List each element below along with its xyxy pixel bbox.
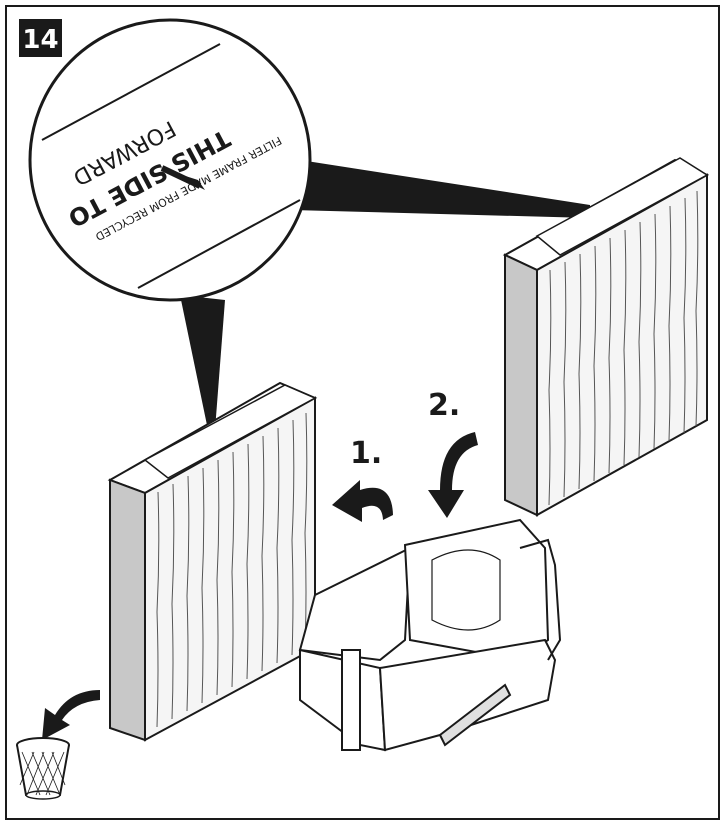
old-filter-pleats — [156, 412, 308, 728]
step-badge-number: 14 — [22, 25, 58, 55]
housing-back-wall — [403, 518, 550, 662]
step-badge-background — [19, 19, 62, 57]
housing-left-wall — [298, 546, 412, 662]
discard-arrow-icon — [42, 690, 100, 740]
new-filter-pleats — [548, 190, 699, 506]
callout-pointer-right — [292, 160, 590, 218]
step-two-arrow-icon — [428, 432, 478, 518]
filter-housing — [298, 518, 562, 752]
step-two-label: 2. — [428, 388, 460, 423]
magnifier-circle — [28, 18, 312, 302]
housing-latch — [341, 649, 361, 751]
old-filter-label — [143, 384, 317, 479]
housing-inner-curve — [431, 549, 501, 631]
step-badge: 14 — [19, 19, 62, 57]
new-filter-label — [535, 157, 709, 256]
housing-foot — [438, 683, 512, 747]
old-filter-side-face — [109, 478, 146, 742]
new-filter-side-face — [504, 253, 538, 517]
trash-bin-icon — [16, 737, 70, 800]
label-edge-top — [41, 43, 221, 141]
step-one-label: 1. — [350, 436, 382, 471]
new-filter — [502, 157, 710, 517]
arrow-shaft — [160, 165, 202, 189]
callout-pointer-left — [180, 295, 225, 430]
magnifier-detail: FILTER FRAME MADE FROM RECYCLED THIS SID… — [28, 18, 312, 302]
housing-right-rim — [519, 538, 562, 661]
step-one-arrow-icon — [332, 480, 393, 522]
old-filter — [107, 381, 318, 742]
housing-bottom — [378, 638, 557, 752]
label-edge-bottom — [137, 199, 301, 289]
